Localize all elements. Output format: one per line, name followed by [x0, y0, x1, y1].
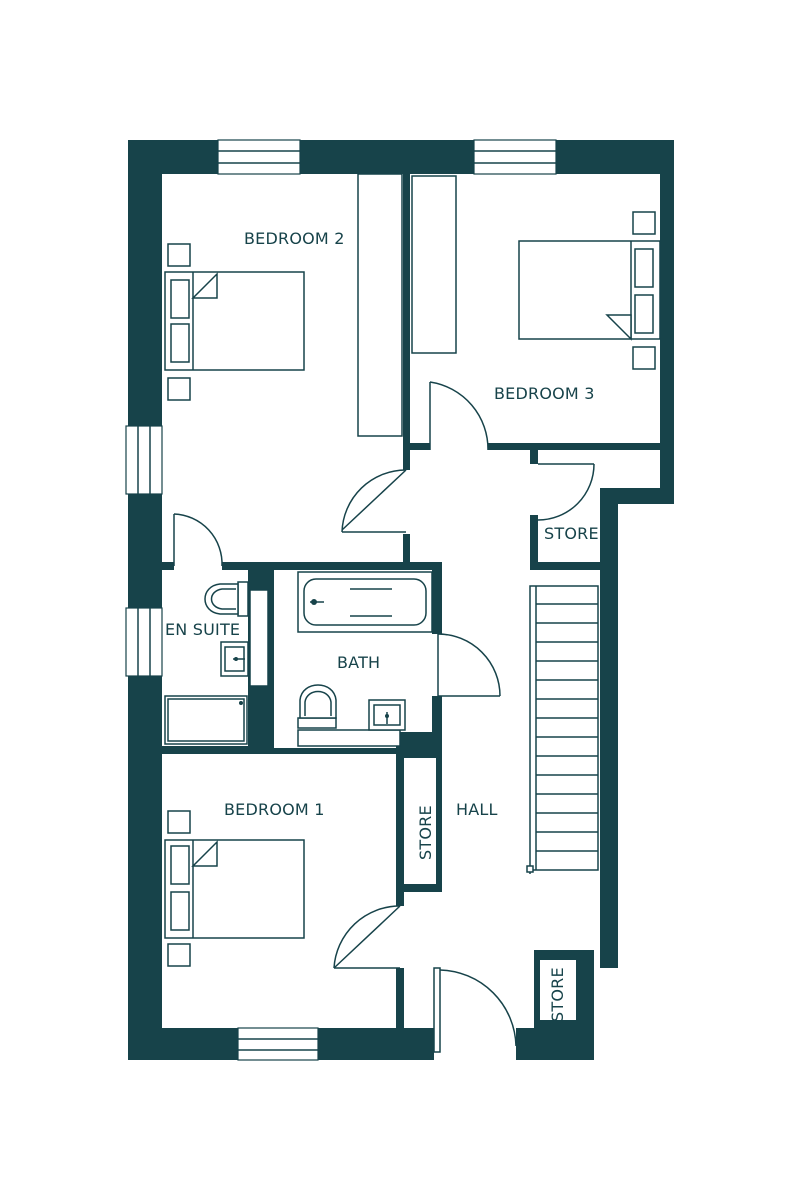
- wall-bed2-hall-lower: [403, 534, 410, 564]
- window-bedroom-3: [473, 139, 557, 175]
- window-left-upper: [125, 425, 163, 495]
- double-bed-icon: [164, 839, 305, 939]
- wall-store-upper-bottom: [530, 562, 618, 570]
- en-suite-fixtures: [164, 581, 269, 745]
- wall-bedroom1-right-lower: [396, 968, 404, 1028]
- label-bath: BATH: [337, 653, 380, 672]
- door-entrance: [433, 967, 517, 1053]
- door-bedroom-1: [333, 905, 401, 969]
- label-store-upper: STORE: [544, 524, 599, 543]
- window-en-suite: [125, 607, 163, 677]
- wall-store-lower-bottom: [540, 1020, 594, 1030]
- stair-arrow-end: [526, 865, 534, 873]
- wall-bedroom1-right-upper: [396, 752, 404, 906]
- bedroom-3-furniture: [411, 175, 661, 370]
- window-bedroom-1: [237, 1027, 319, 1061]
- wall-hall-store-top: [396, 752, 442, 758]
- double-bed-icon: [164, 271, 305, 371]
- door-bedroom-2: [341, 469, 407, 533]
- wall-bedroom1-top: [162, 748, 398, 754]
- wall-hall-store-right: [436, 752, 442, 892]
- label-store-hall: STORE: [416, 805, 435, 860]
- bath-sill: [297, 729, 401, 747]
- wall-right-lower: [600, 488, 618, 968]
- bathtub-icon: [297, 571, 433, 633]
- wardrobe-bedroom-3: [411, 175, 457, 354]
- bedside-table-icon: [167, 377, 191, 401]
- wardrobe-bedroom-2: [357, 173, 403, 437]
- windows: [125, 139, 557, 1061]
- bedside-table-icon: [632, 211, 656, 235]
- wall-bottom-middle: [318, 1028, 434, 1060]
- wall-right-step: [600, 488, 674, 504]
- stair-flight: [529, 585, 599, 871]
- basin-icon: [368, 699, 406, 731]
- wall-left-upper: [128, 140, 162, 426]
- window-bedroom-2: [217, 139, 301, 175]
- staircase[interactable]: [526, 585, 599, 874]
- label-hall: HALL: [456, 800, 498, 819]
- stair-treads: [536, 603, 598, 852]
- bedroom-2-furniture: [164, 173, 403, 437]
- wall-bed3-bottom-left: [410, 443, 430, 450]
- en-suite-boxing: [249, 589, 269, 687]
- wall-store-lower-top: [534, 950, 594, 960]
- bedside-table-icon: [632, 346, 656, 370]
- wall-right-upper: [660, 140, 674, 504]
- wall-hall-store-bottom: [396, 884, 442, 892]
- wall-bath-right-lower: [432, 696, 442, 754]
- wall-store-upper-left: [530, 515, 538, 570]
- wall-left-lower: [128, 676, 162, 1060]
- wall-bath-bottom-right: [396, 732, 442, 754]
- doors: [173, 381, 595, 1053]
- wall-bed3-bottom-right: [488, 443, 674, 450]
- bedroom-1-furniture: [164, 810, 305, 967]
- label-store-lower: STORE: [548, 967, 567, 1022]
- wall-left-middle: [128, 494, 162, 608]
- wall-top-right: [556, 140, 674, 174]
- double-bed-icon: [518, 240, 661, 341]
- exterior-walls: [128, 140, 674, 1060]
- wall-bottom-left: [128, 1028, 238, 1060]
- door-store-upper: [537, 463, 595, 521]
- door-bedroom-3: [429, 381, 489, 451]
- room-labels: BEDROOM 2 BEDROOM 3 STORE EN SUITE BATH …: [165, 229, 599, 1022]
- toilet-icon: [204, 581, 249, 617]
- bedside-table-icon: [167, 943, 191, 967]
- label-bedroom-3: BEDROOM 3: [494, 384, 595, 403]
- wall-ensuite-top-left: [162, 562, 174, 570]
- wall-store-lower-right: [576, 950, 594, 1060]
- wall-store-upper-left-top: [530, 450, 538, 464]
- label-en-suite: EN SUITE: [165, 620, 240, 639]
- bedside-table-icon: [167, 810, 191, 834]
- bath-fixtures: [297, 571, 433, 747]
- label-bedroom-1: BEDROOM 1: [224, 800, 325, 819]
- wall-ensuite-bath-top: [222, 562, 442, 570]
- shower-tray-icon: [164, 695, 248, 745]
- wall-bath-right-upper: [432, 562, 442, 634]
- bedside-table-icon: [167, 243, 191, 267]
- door-en-suite: [173, 513, 223, 567]
- wall-top-middle: [300, 140, 474, 174]
- internal-walls: [162, 174, 674, 1030]
- wall-bed2-bed3: [403, 174, 410, 470]
- toilet-icon: [297, 684, 337, 729]
- door-bath: [437, 633, 501, 697]
- basin-icon: [220, 641, 249, 677]
- wall-store-lower-left: [534, 950, 540, 1030]
- label-bedroom-2: BEDROOM 2: [244, 229, 345, 248]
